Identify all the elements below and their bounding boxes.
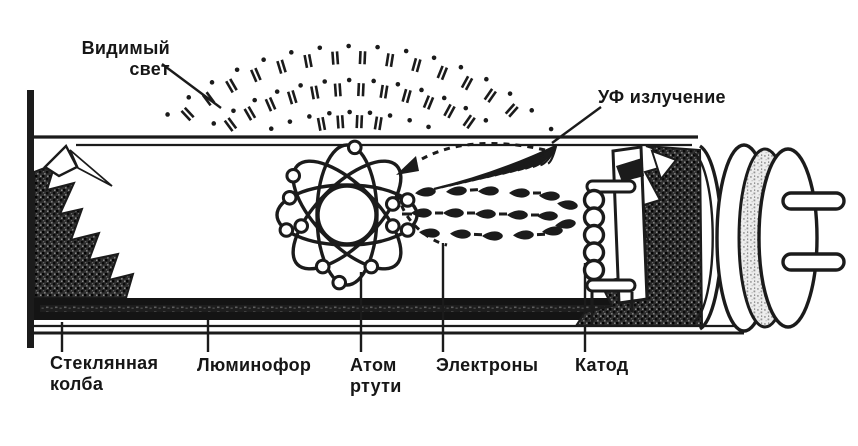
cathode-bracket xyxy=(616,158,644,182)
label-visible-light: Видимый свет xyxy=(81,38,170,79)
tube-end-arc-inner xyxy=(693,152,714,323)
phosphor-coating-band xyxy=(34,298,700,320)
uv-leader xyxy=(551,106,602,144)
label-mercury-atom: Атом ртути xyxy=(350,355,402,396)
cathode-support-bottom xyxy=(585,278,637,293)
label-cathode: Катод xyxy=(575,355,629,375)
uv-rays-hatching xyxy=(433,144,558,191)
cathode-assembly xyxy=(582,145,649,327)
visible-light-rays xyxy=(165,43,554,132)
label-uv-radiation: УФ излучение xyxy=(598,87,726,107)
cap-face xyxy=(757,147,819,329)
glass-tube xyxy=(34,135,744,335)
lamp-pins xyxy=(781,191,846,272)
label-glass-bulb: Стеклянная колба xyxy=(50,353,159,394)
cathode-coil xyxy=(582,188,606,282)
lamp-end-cap xyxy=(693,143,846,333)
left-frame-bar xyxy=(27,90,34,348)
pin-bottom xyxy=(781,252,846,272)
mercury-atom-figure xyxy=(275,139,419,291)
glass-break-left xyxy=(33,162,135,299)
label-phosphor: Люминофор xyxy=(197,355,312,375)
collision-trajectories xyxy=(396,142,546,247)
electron-stream xyxy=(402,186,578,241)
label-electrons: Электроны xyxy=(436,355,539,375)
visible-light-leader xyxy=(161,63,222,109)
collision-arrowhead xyxy=(396,156,419,175)
pointer-lines xyxy=(60,63,602,352)
pin-top xyxy=(781,191,846,211)
cathode-support-top xyxy=(585,179,637,194)
